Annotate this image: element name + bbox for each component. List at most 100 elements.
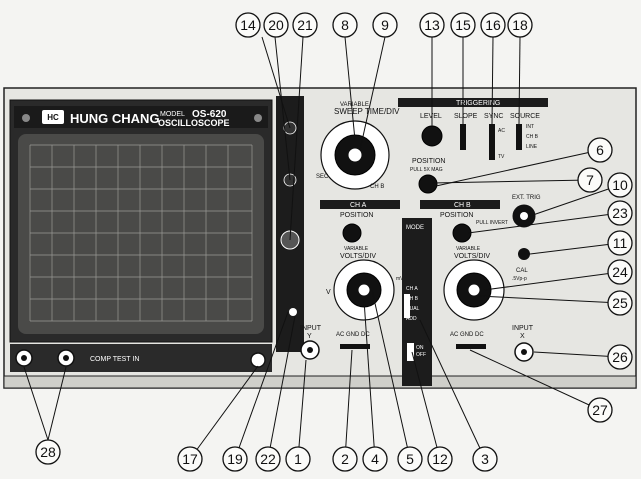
svg-text:23: 23: [612, 205, 628, 221]
comp-test-jack-2-core: [63, 355, 69, 361]
bezel-screw-right: [254, 114, 262, 122]
callout-3: 3: [472, 446, 498, 472]
graticule: [29, 144, 253, 322]
callout-14: 14: [235, 12, 261, 38]
sweep-chb-label: CH B: [370, 184, 384, 190]
sync-switch[interactable]: [489, 124, 495, 160]
svg-text:4: 4: [371, 451, 379, 467]
input-b-axis: X: [520, 333, 525, 340]
model-number: OS-620: [192, 109, 227, 120]
h-pull-mag-label: PULL 5X MAG: [410, 167, 443, 173]
callout-13: 13: [419, 12, 445, 38]
ch-a-variable-label: VARIABLE: [344, 246, 369, 252]
mode-option-dual: DUAL: [406, 306, 420, 312]
callout-17: 17: [177, 446, 203, 472]
svg-text:7: 7: [586, 172, 594, 188]
ch-b-position-label: POSITION: [440, 212, 473, 219]
svg-text:20: 20: [268, 17, 284, 33]
callout-9: 9: [372, 12, 398, 38]
slope-switch[interactable]: [460, 124, 466, 150]
callout-26: 26: [607, 344, 633, 370]
svg-text:19: 19: [227, 451, 243, 467]
callout-8: 8: [332, 12, 358, 38]
ext-trig-bnc-core: [520, 212, 528, 220]
svg-text:16: 16: [485, 17, 501, 33]
sweep-variable-knob[interactable]: [347, 147, 363, 163]
callout-15: 15: [450, 12, 476, 38]
logo-badge: [42, 110, 64, 124]
svg-text:22: 22: [260, 451, 276, 467]
level-knob[interactable]: [421, 125, 443, 147]
callout-16: 16: [480, 12, 506, 38]
power-on-label: ON: [416, 345, 424, 351]
slope-label: SLOPE: [454, 113, 478, 120]
cal-value: .5Vp-p: [512, 276, 527, 282]
input-a-bnc-core: [307, 347, 313, 353]
power-switch[interactable]: [407, 343, 414, 361]
ch-a-position-knob[interactable]: [342, 223, 362, 243]
callout-6: 6: [587, 137, 613, 163]
callout-21: 21: [292, 12, 318, 38]
ch-b-invert-label: PULL INVERT: [476, 220, 508, 226]
bezel-screw-left: [22, 114, 30, 122]
callout-12: 12: [427, 446, 453, 472]
ext-trig-label: EXT. TRIG: [512, 195, 541, 201]
callout-20: 20: [263, 12, 289, 38]
callout-22: 22: [255, 446, 281, 472]
mode-switch[interactable]: [404, 294, 410, 318]
callout-2: 2: [332, 446, 358, 472]
ch-b-variable-knob[interactable]: [467, 283, 481, 297]
crt-control-column: [276, 96, 304, 352]
svg-text:8: 8: [341, 17, 349, 33]
svg-text:28: 28: [40, 444, 56, 460]
svg-text:15: 15: [455, 17, 471, 33]
ch-a-title: CH A: [350, 202, 367, 209]
source-switch[interactable]: [516, 124, 522, 150]
svg-text:2: 2: [341, 451, 349, 467]
ch-b-volts-label: VOLTS/DIV: [454, 253, 490, 260]
brand-name: HUNG CHANG: [70, 111, 160, 126]
h-position-knob[interactable]: [418, 174, 438, 194]
comp-test-jack-1-core: [21, 355, 27, 361]
level-label: LEVEL: [420, 113, 442, 120]
ch-a-mv-label: mV: [396, 276, 404, 282]
input-b-bnc-core: [521, 349, 527, 355]
ch-b-variable-label: VARIABLE: [456, 246, 481, 252]
ch-a-volts-label: VOLTS/DIV: [340, 253, 376, 260]
ch-a-header: [320, 200, 400, 209]
svg-text:1: 1: [294, 451, 302, 467]
ch-b-title: CH B: [454, 202, 471, 209]
svg-text:18: 18: [512, 17, 528, 33]
callout-5: 5: [397, 446, 423, 472]
svg-text:10: 10: [612, 177, 628, 193]
ground-terminal[interactable]: [250, 352, 266, 368]
input-a-axis: Y: [307, 333, 312, 340]
ch-a-coupling-switch[interactable]: [340, 344, 370, 349]
svg-text:26: 26: [612, 349, 628, 365]
ch-b-coupling-switch[interactable]: [456, 344, 486, 349]
svg-text:24: 24: [612, 264, 628, 280]
svg-text:12: 12: [432, 451, 448, 467]
callout-23: 23: [607, 200, 633, 226]
input-b-label: INPUT: [512, 325, 534, 332]
callout-25: 25: [607, 290, 633, 316]
callout-28: 28: [35, 439, 61, 465]
callout-18: 18: [507, 12, 533, 38]
mode-option-add: ADD: [406, 316, 417, 322]
triggering-title: TRIGGERING: [456, 100, 500, 107]
chassis-base: [3, 375, 637, 389]
ch-a-variable-knob[interactable]: [357, 283, 371, 297]
callout-10: 10: [607, 172, 633, 198]
svg-text:13: 13: [424, 17, 440, 33]
product-name: OSCILLOSCOPE: [158, 118, 230, 128]
cal-terminal[interactable]: [518, 248, 530, 260]
svg-text:3: 3: [481, 451, 489, 467]
svg-text:9: 9: [381, 17, 389, 33]
svg-text:25: 25: [612, 295, 628, 311]
svg-text:14: 14: [240, 17, 256, 33]
model-prefix: MODEL: [160, 111, 185, 118]
brand-strip: [14, 106, 268, 128]
sync-option-tv: TV: [498, 154, 505, 160]
mode-title: MODE: [406, 225, 424, 231]
leader-lines: [23, 36, 621, 460]
